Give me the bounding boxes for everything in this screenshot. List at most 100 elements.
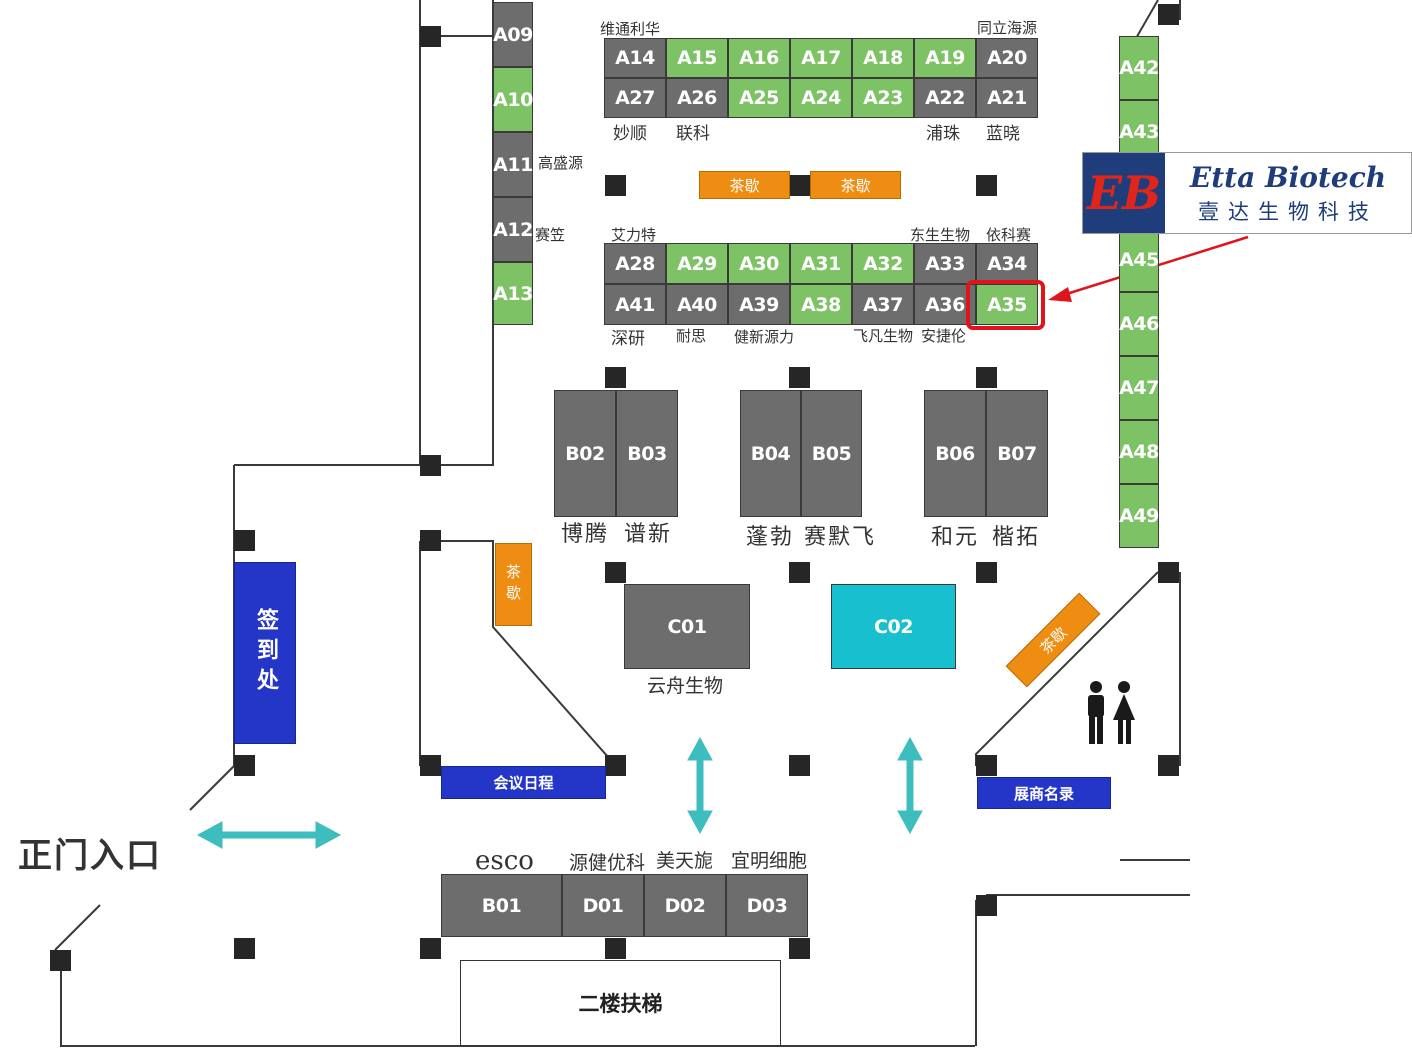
pillar <box>976 562 997 583</box>
pillar <box>976 175 997 196</box>
agenda-board[interactable]: 会议日程 <box>441 766 606 799</box>
booth-a30[interactable]: A30 <box>728 243 790 284</box>
exhibitor-label: 维通利华 <box>600 20 661 38</box>
booth-a24[interactable]: A24 <box>790 78 852 118</box>
pillar <box>605 562 626 583</box>
exhibitor-label: 依科赛 <box>986 226 1032 244</box>
booth-a25[interactable]: A25 <box>728 78 790 118</box>
exhibitor-label: 飞凡生物 <box>853 327 914 345</box>
pillar <box>605 367 626 388</box>
pillar <box>976 367 997 388</box>
booth-a39[interactable]: A39 <box>728 284 790 325</box>
exhibitor-label: 蓬勃 <box>746 525 795 550</box>
booth-c01[interactable]: C01 <box>624 584 750 669</box>
booth-a45[interactable]: A45 <box>1119 228 1159 292</box>
exhibitor-label: 浦珠 <box>926 124 960 144</box>
pillar <box>1158 4 1179 25</box>
logo-name-en: Etta Biotech <box>1189 160 1387 194</box>
logo-name-cn: 壹达生物科技 <box>1198 199 1378 224</box>
highlight-frame-a35 <box>966 280 1045 330</box>
booth-a20[interactable]: A20 <box>976 38 1038 78</box>
booth-a18[interactable]: A18 <box>852 38 914 78</box>
walkway-arrows <box>196 736 923 849</box>
exhibitor-label: 安捷伦 <box>921 327 967 345</box>
booth-b01[interactable]: B01 <box>441 874 562 937</box>
booth-a42[interactable]: A42 <box>1119 36 1159 100</box>
booth-a27[interactable]: A27 <box>604 78 666 118</box>
booth-a28[interactable]: A28 <box>604 243 666 284</box>
booth-d03[interactable]: D03 <box>726 874 808 937</box>
exhibitor-label: 博腾 <box>561 522 610 547</box>
booth-a48[interactable]: A48 <box>1119 420 1159 484</box>
booth-b06[interactable]: B06 <box>924 390 986 517</box>
booth-a23[interactable]: A23 <box>852 78 914 118</box>
pillar <box>50 950 71 971</box>
booth-a16[interactable]: A16 <box>728 38 790 78</box>
booth-a40[interactable]: A40 <box>666 284 728 325</box>
booth-b04[interactable]: B04 <box>740 390 801 517</box>
tea-break-area: 茶歇 <box>495 543 532 626</box>
exhibitor-label: 美天旎 <box>656 850 714 872</box>
tea-break-area: 茶歇 <box>699 171 790 199</box>
exhibitor-label: 宜明细胞 <box>731 850 808 872</box>
booth-a11[interactable]: A11 <box>493 132 533 197</box>
etta-biotech-logo: EB Etta Biotech 壹达生物科技 <box>1082 152 1412 234</box>
booth-a49[interactable]: A49 <box>1119 484 1159 548</box>
pillar <box>976 895 997 916</box>
exhibitor-directory-board[interactable]: 展商名录 <box>977 777 1111 809</box>
exhibitor-label: 谱新 <box>624 522 673 547</box>
booth-d02[interactable]: D02 <box>644 874 726 937</box>
pillar <box>420 455 441 476</box>
signin-desk[interactable]: 签到处 <box>234 562 296 744</box>
booth-a12[interactable]: A12 <box>493 197 533 262</box>
booth-a17[interactable]: A17 <box>790 38 852 78</box>
booth-b02[interactable]: B02 <box>554 390 616 517</box>
escalator-2f[interactable]: 二楼扶梯 <box>460 960 781 1046</box>
booth-a46[interactable]: A46 <box>1119 292 1159 356</box>
booth-a10[interactable]: A10 <box>493 67 533 132</box>
exhibitor-label: 赛笠 <box>535 226 566 244</box>
exhibitor-label: 艾力特 <box>611 226 657 244</box>
booth-b03[interactable]: B03 <box>616 390 678 517</box>
booth-a31[interactable]: A31 <box>790 243 852 284</box>
pillar <box>420 26 441 47</box>
exhibitor-label: esco <box>475 846 534 876</box>
booth-a37[interactable]: A37 <box>852 284 914 325</box>
booth-a36[interactable]: A36 <box>914 284 976 325</box>
exhibitor-label: 东生生物 <box>910 226 971 244</box>
exhibitor-label: 健新源力 <box>734 328 795 346</box>
booth-b07[interactable]: B07 <box>986 390 1048 517</box>
booth-a41[interactable]: A41 <box>604 284 666 325</box>
pillar <box>605 175 626 196</box>
booth-a21[interactable]: A21 <box>976 78 1038 118</box>
booth-a38[interactable]: A38 <box>790 284 852 325</box>
booth-a34[interactable]: A34 <box>976 243 1038 284</box>
exhibitor-label: 同立海源 <box>977 19 1038 37</box>
pillar <box>789 755 810 776</box>
booth-b05[interactable]: B05 <box>801 390 862 517</box>
booth-a35[interactable]: A35 <box>976 284 1038 325</box>
booth-a13[interactable]: A13 <box>493 262 533 325</box>
exhibitor-label: 楷拓 <box>992 525 1041 550</box>
exhibitor-label: 妙顺 <box>613 124 647 144</box>
booth-a29[interactable]: A29 <box>666 243 728 284</box>
exhibitor-label: 蓝晓 <box>986 124 1020 144</box>
exhibitor-label: 耐思 <box>676 327 707 345</box>
main-entrance-label: 正门入口 <box>18 836 162 876</box>
pillar <box>605 755 626 776</box>
booth-c02[interactable]: C02 <box>831 584 956 669</box>
booth-a47[interactable]: A47 <box>1119 356 1159 420</box>
exhibitor-label: 赛默飞 <box>804 525 877 550</box>
booth-a33[interactable]: A33 <box>914 243 976 284</box>
booth-a32[interactable]: A32 <box>852 243 914 284</box>
booth-a22[interactable]: A22 <box>914 78 976 118</box>
booth-a14[interactable]: A14 <box>604 38 666 78</box>
booth-d01[interactable]: D01 <box>562 874 644 937</box>
booth-a26[interactable]: A26 <box>666 78 728 118</box>
booth-a19[interactable]: A19 <box>914 38 976 78</box>
pillar <box>420 938 441 959</box>
booth-a09[interactable]: A09 <box>493 2 533 67</box>
booth-a15[interactable]: A15 <box>666 38 728 78</box>
pillar <box>789 367 810 388</box>
